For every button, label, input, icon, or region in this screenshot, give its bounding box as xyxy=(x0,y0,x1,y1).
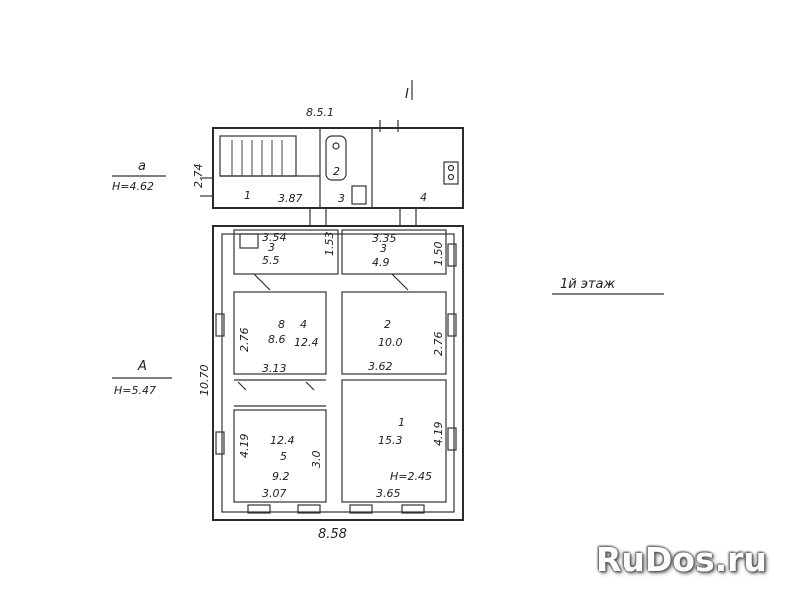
annex-a: 1 3.87 2 3 4 xyxy=(200,120,464,226)
room5-top-area: 12.4 xyxy=(270,434,295,447)
room1-bottom-dim: 3.65 xyxy=(376,487,401,500)
floor-label: 1й этаж xyxy=(560,277,616,292)
hall-right-dim: 3.35 xyxy=(372,232,397,245)
hall-left-num: 3 xyxy=(268,241,275,254)
hall-right-area: 4.9 xyxy=(372,256,390,269)
hall-right xyxy=(341,229,447,275)
stair-icon xyxy=(219,135,320,177)
room4-num: 4 xyxy=(300,318,307,331)
room4-side-dim: 2.76 xyxy=(238,328,251,353)
room5-side-dim: 4.19 xyxy=(238,434,251,459)
stove-icon xyxy=(443,161,459,185)
drain-icon xyxy=(332,142,340,150)
annex-letter: а xyxy=(138,159,146,174)
room1-area: 15.3 xyxy=(378,434,403,447)
room-5 xyxy=(233,409,327,503)
hall-left-dim: 3.54 xyxy=(262,231,287,244)
room5-area: 9.2 xyxy=(272,470,290,483)
hall-left xyxy=(233,229,339,275)
top-label: 8.5.1 xyxy=(306,106,334,119)
main-outline xyxy=(212,225,464,521)
room2-num: 2 xyxy=(384,318,391,331)
windows xyxy=(215,243,457,514)
room-2 xyxy=(341,291,447,375)
main-letter: А xyxy=(137,359,147,374)
watermark-logo: RuDos.ru xyxy=(596,540,767,579)
room1-height: H=2.45 xyxy=(390,470,432,483)
hall-door-icon xyxy=(253,273,271,291)
room-a3-num: 3 xyxy=(338,192,345,205)
room-4 xyxy=(233,291,327,375)
annex-height: H=4.62 xyxy=(112,180,154,193)
room5-right-dim: 3.0 xyxy=(310,451,323,469)
room-a4-num: 4 xyxy=(420,191,427,204)
bottom-width-dim: 8.58 xyxy=(318,527,347,542)
room1-num: 1 xyxy=(398,416,405,429)
room2-area: 10.0 xyxy=(378,336,403,349)
main-side-dim: 10.70 xyxy=(198,365,211,397)
hall-left-area: 5.5 xyxy=(262,254,280,267)
hall-right-num: 3 xyxy=(380,242,387,255)
room4-area: 12.4 xyxy=(294,336,319,349)
hall-right-side-dim: 1.50 xyxy=(432,242,445,267)
room-a2-num: 2 xyxy=(333,165,340,178)
room2-side-dim: 2.76 xyxy=(432,332,445,357)
radiator-icon xyxy=(239,233,259,249)
annex-outline xyxy=(212,127,464,209)
room1-side-dim: 4.19 xyxy=(432,422,445,447)
room5-num: 5 xyxy=(280,450,287,463)
room2-bottom-dim: 3.62 xyxy=(368,360,393,373)
annex-side-dim: 2.74 xyxy=(192,164,205,189)
room4-sub-area: 8.6 xyxy=(268,333,286,346)
room-a1-dim: 3.87 xyxy=(278,192,303,205)
room4-sub-num: 8 xyxy=(278,318,285,331)
room-a1-num: 1 xyxy=(244,189,251,202)
section-marker: I xyxy=(405,87,409,102)
main-block: 3.54 3 5.5 3.35 3 4.9 1.53 1.50 8 4 8.6 … xyxy=(212,225,464,521)
room4-bottom-dim: 3.13 xyxy=(262,362,287,375)
hall-left-side-dim: 1.53 xyxy=(323,232,336,257)
bathtub-icon xyxy=(325,135,347,181)
room5-bottom-dim: 3.07 xyxy=(262,487,287,500)
sink-icon xyxy=(351,185,367,205)
room-1 xyxy=(341,379,447,503)
main-height: H=5.47 xyxy=(114,384,156,397)
